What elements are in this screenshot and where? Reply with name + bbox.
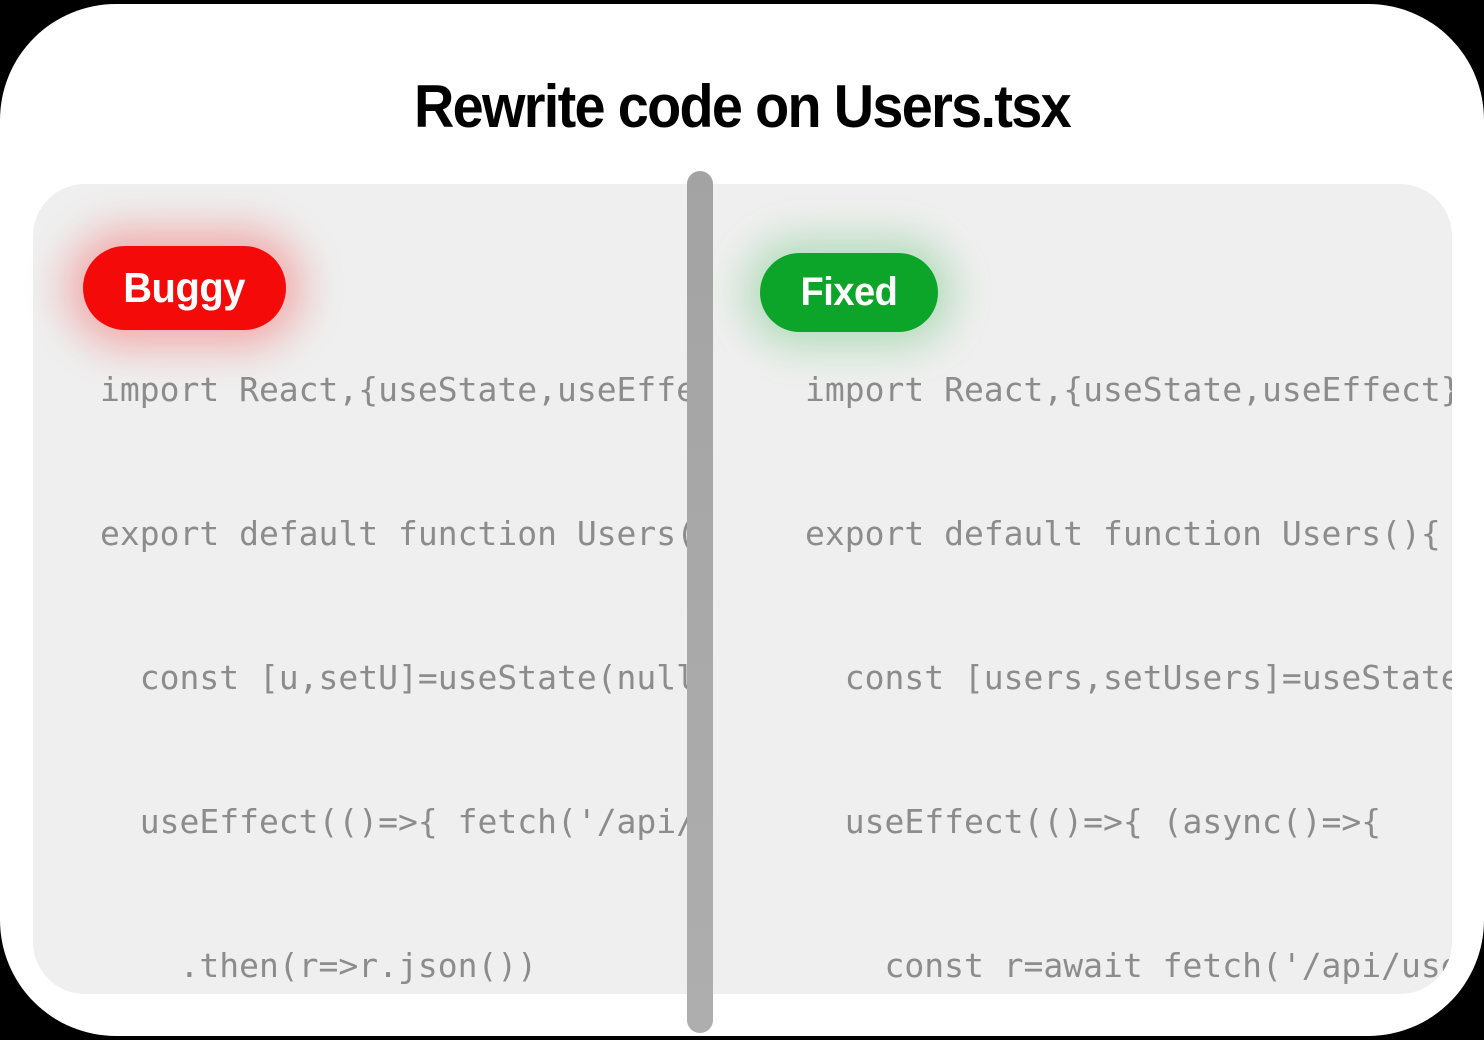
status-badge-fixed[interactable]: Fixed: [760, 253, 938, 332]
code-line: .then(r=>r.json()): [100, 946, 538, 985]
fixed-code-block: import React,{useState,useEffect} from '…: [805, 270, 1452, 994]
code-comparison-panel: import React,{useState,useEffect} from '…: [33, 184, 1452, 994]
code-line: const [users,setUsers]=useState([]);: [844, 658, 1452, 697]
comparison-slider-handle[interactable]: [687, 171, 713, 1033]
content-card: Rewrite code on Users.tsx import React,{…: [0, 4, 1484, 1036]
page-title: Rewrite code on Users.tsx: [414, 73, 1072, 140]
code-line: useEffect(()=>{ (async()=>{: [805, 802, 1382, 841]
code-line: useEffect(()=>{ fetch('/api/users'): [139, 802, 705, 841]
code-columns: import React,{useState,useEffect} from '…: [33, 184, 1452, 994]
code-line: const [u,setU]=useState(null);: [100, 658, 705, 697]
status-badge-buggy[interactable]: Buggy: [83, 246, 286, 330]
code-line: const r=await fetch('/api/users');: [884, 946, 1452, 985]
fixed-code-pane: import React,{useState,useEffect} from '…: [760, 184, 1452, 994]
buggy-code-block: import React,{useState,useEffect} from '…: [100, 270, 705, 994]
buggy-code-pane: import React,{useState,useEffect} from '…: [33, 184, 705, 994]
code-line: import React,{useState,useEffect} from '…: [805, 370, 1452, 409]
code-line: import React,{useState,useEffect} from '…: [100, 370, 705, 409]
status-badge-fixed-label: Fixed: [800, 270, 898, 314]
code-line: export default function Users(){: [805, 514, 1441, 553]
status-badge-buggy-label: Buggy: [123, 264, 246, 311]
code-line: export default function Users(){: [100, 514, 705, 553]
